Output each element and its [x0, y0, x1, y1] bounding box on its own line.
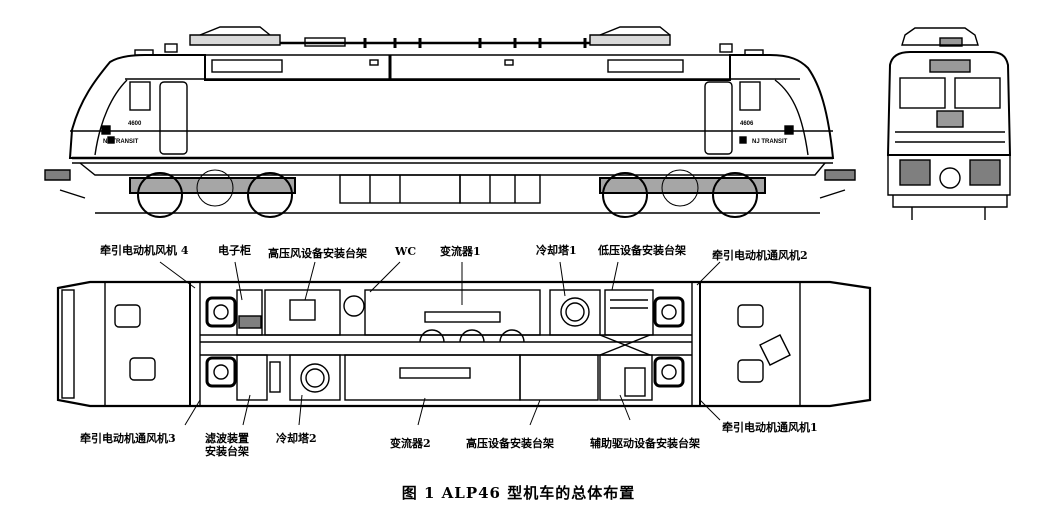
label-converter-1: 变流器1 — [440, 245, 481, 258]
label-converter-2: 变流器2 — [390, 437, 431, 450]
leader-lines — [159, 261, 721, 426]
label-traction-fan-2: 牵引电动机通风机2 — [712, 249, 808, 262]
label-hv-equipment-rack: 高压设备安装台架 — [466, 437, 554, 450]
logo-right: NJ TRANSIT — [752, 139, 788, 145]
label-cooling-tower-2: 冷却塔2 — [276, 432, 317, 445]
label-cooling-tower-1: 冷却塔1 — [536, 244, 577, 257]
front-view — [886, 27, 1012, 220]
label-traction-fan-3: 牵引电动机通风机3 — [80, 432, 176, 445]
label-lv-equipment-rack: 低压设备安装台架 — [598, 244, 686, 257]
label-hv-air-equipment-rack: 高压风设备安装台架 — [268, 247, 367, 260]
logo-left: NJ TRANSIT — [103, 139, 139, 145]
figure-caption: 图 1 ALP46 型机车的总体布置 — [401, 484, 636, 502]
loco-number-right: 4606 — [740, 121, 754, 127]
label-traction-fan-4: 牵引电动机风机 4 — [100, 244, 189, 257]
loco-number-left: 4600 — [128, 121, 142, 127]
label-electronics-cabinet: 电子柜 — [218, 244, 251, 257]
side-view — [44, 26, 856, 218]
label-filter-rack: 滤波装置 安装台架 — [205, 432, 249, 458]
label-traction-fan-1: 牵引电动机通风机1 — [722, 421, 818, 434]
plan-view — [56, 280, 872, 408]
label-wc: WC — [395, 245, 417, 258]
label-aux-drive-rack: 辅助驱动设备安装台架 — [590, 437, 700, 450]
